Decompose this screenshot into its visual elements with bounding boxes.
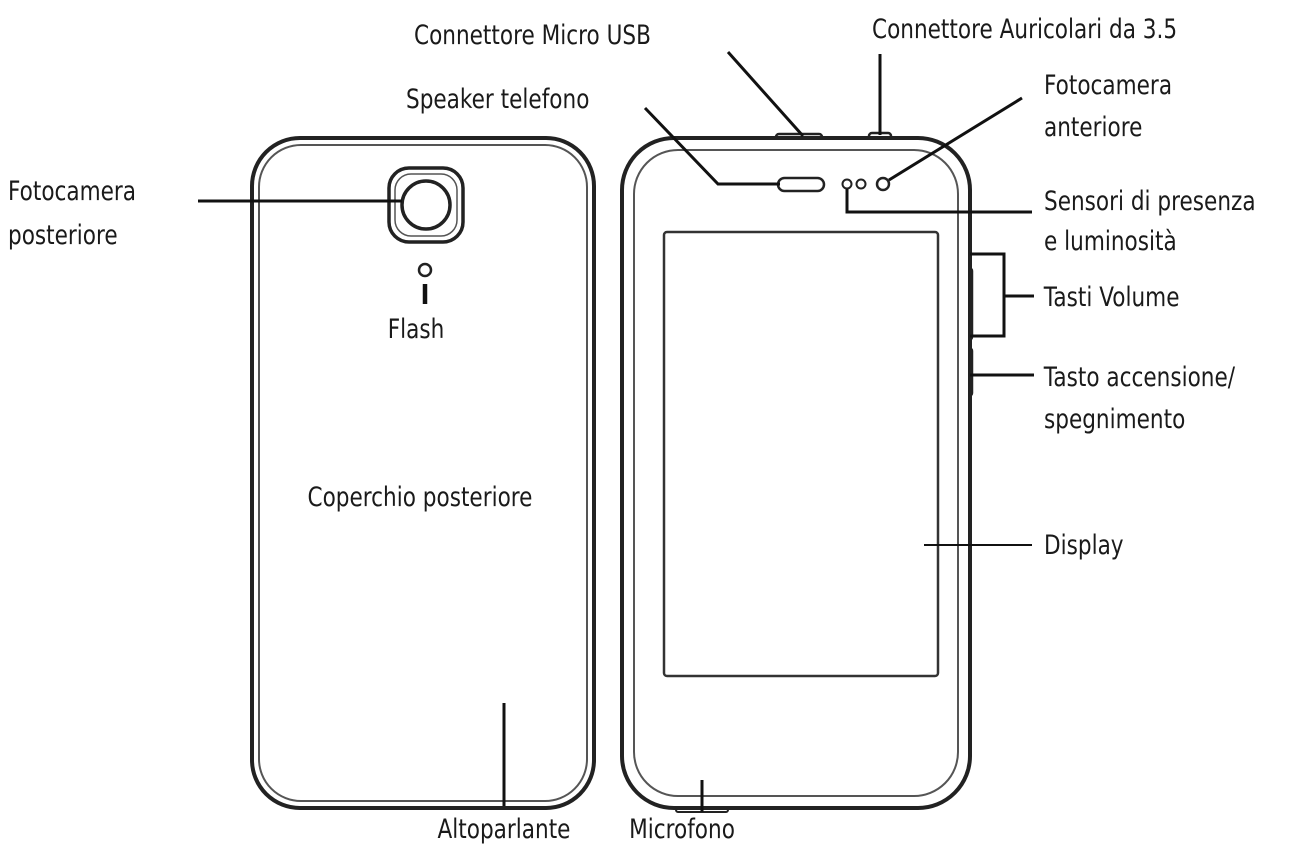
leader-volume-bracket [970,252,1006,338]
label-flash: Flash [388,313,445,345]
label-speaker-phone: Speaker telefono [406,83,589,115]
display-screen [662,230,940,678]
phone-back-inner-edge [258,144,588,802]
phone-back [250,136,596,810]
label-back-cover: Coperchio posteriore [308,481,533,513]
phone-back-body [250,136,596,810]
label-volume-keys: Tasti Volume [1043,281,1180,313]
leader-sensors [845,189,1032,214]
earpiece-speaker [776,176,826,193]
labels: Connettore Micro USB Connettore Auricola… [8,13,1256,845]
label-power-key-line1: Tasto accensione/ [1043,361,1236,393]
label-headphone-connector: Connettore Auricolari da 3.5 [872,13,1177,45]
label-microphone: Microfono [629,813,735,845]
label-usb-connector: Connettore Micro USB [414,19,651,51]
label-display: Display [1044,529,1124,561]
rear-camera-housing-inner [394,173,458,237]
front-camera [875,176,891,192]
label-loudspeaker: Altoparlante [438,813,571,845]
light-sensor [855,178,867,190]
label-front-camera-line2: anteriore [1044,111,1142,143]
rear-flash [417,262,433,278]
phone-front-bezel [633,149,959,797]
label-sensors-line1: Sensori di presenza [1044,185,1256,217]
leader-front-camera [888,96,1023,182]
label-sensors-line2: e luminosità [1044,225,1177,257]
proximity-sensor [841,178,853,190]
leader-usb [726,51,805,137]
label-power-key-line2: spegnimento [1044,403,1185,435]
rear-camera-lens [400,179,452,231]
label-rear-camera-line1: Fotocamera [8,175,136,207]
label-front-camera-line1: Fotocamera [1044,69,1172,101]
phone-front [620,131,974,813]
label-rear-camera-line2: posteriore [8,219,118,251]
leader-lines [198,51,1034,812]
leader-speaker-phone [643,106,780,186]
